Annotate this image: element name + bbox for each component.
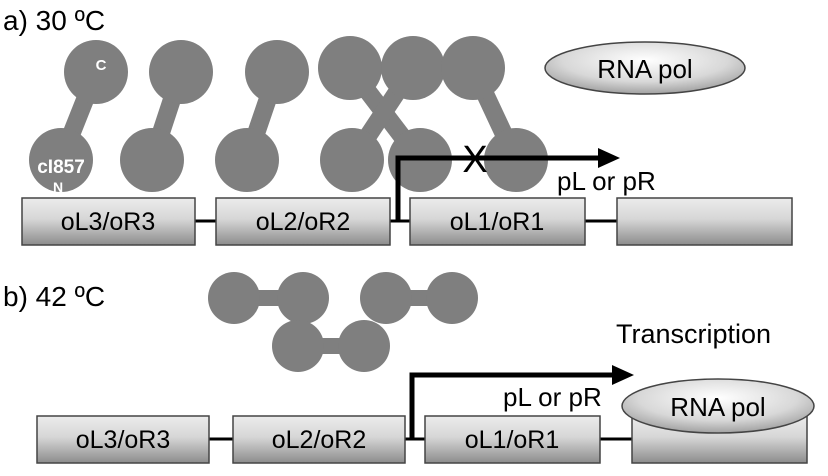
gene-box: [616, 197, 793, 246]
operator-label: oL1/oR1: [465, 426, 560, 454]
rna-pol-label: RNA pol: [670, 392, 765, 422]
operator-box-or3: oL3/oR3: [21, 197, 196, 246]
operator-box-or1: oL1/oR1: [424, 415, 601, 464]
operator-box-or2: oL2/oR2: [215, 197, 391, 246]
operator-box-or1: oL1/oR1: [409, 197, 586, 246]
repressor-monomer: C cI857 N: [29, 40, 128, 195]
operator-box-or2: oL2/oR2: [232, 415, 406, 464]
panel-b: b) 42 ºC Transcription: [3, 272, 815, 464]
free-repressor: [272, 320, 390, 372]
rna-polymerase: RNA pol: [544, 41, 746, 95]
promoter-label: pL or pR: [557, 166, 656, 196]
transcription-label: Transcription: [616, 319, 771, 349]
panel-b-label: b) 42 ºC: [3, 281, 105, 312]
promoter-arrow: [409, 365, 634, 439]
panel-a: a) 30 ºC oL3/oR3 oL2/oR2 oL1/oR1 C: [3, 5, 793, 246]
repressor-monomer: [441, 36, 548, 192]
rna-pol-label: RNA pol: [597, 54, 692, 84]
free-repressor: [360, 272, 478, 324]
free-repressor: [208, 272, 329, 324]
rna-polymerase: RNA pol: [621, 378, 815, 434]
n-terminal-label: N: [53, 179, 63, 195]
operator-label: oL2/oR2: [272, 426, 367, 454]
operator-label: oL2/oR2: [256, 208, 351, 236]
promoter-label: pL or pR: [503, 382, 602, 412]
panel-a-label: a) 30 ºC: [3, 5, 105, 36]
operator-label: oL1/oR1: [450, 208, 545, 236]
repressor-monomer: [320, 36, 445, 192]
operator-label: oL3/oR3: [76, 426, 171, 454]
block-mark: X: [462, 139, 487, 181]
promoter-arrow: [395, 148, 620, 221]
c-terminal-label: C: [96, 57, 107, 74]
repressor-monomer: [215, 40, 309, 192]
operator-box-or3: oL3/oR3: [36, 415, 210, 464]
operator-label: oL3/oR3: [61, 208, 156, 236]
repressor-monomer: [120, 40, 213, 192]
repressor-name-label: cI857: [37, 157, 85, 178]
